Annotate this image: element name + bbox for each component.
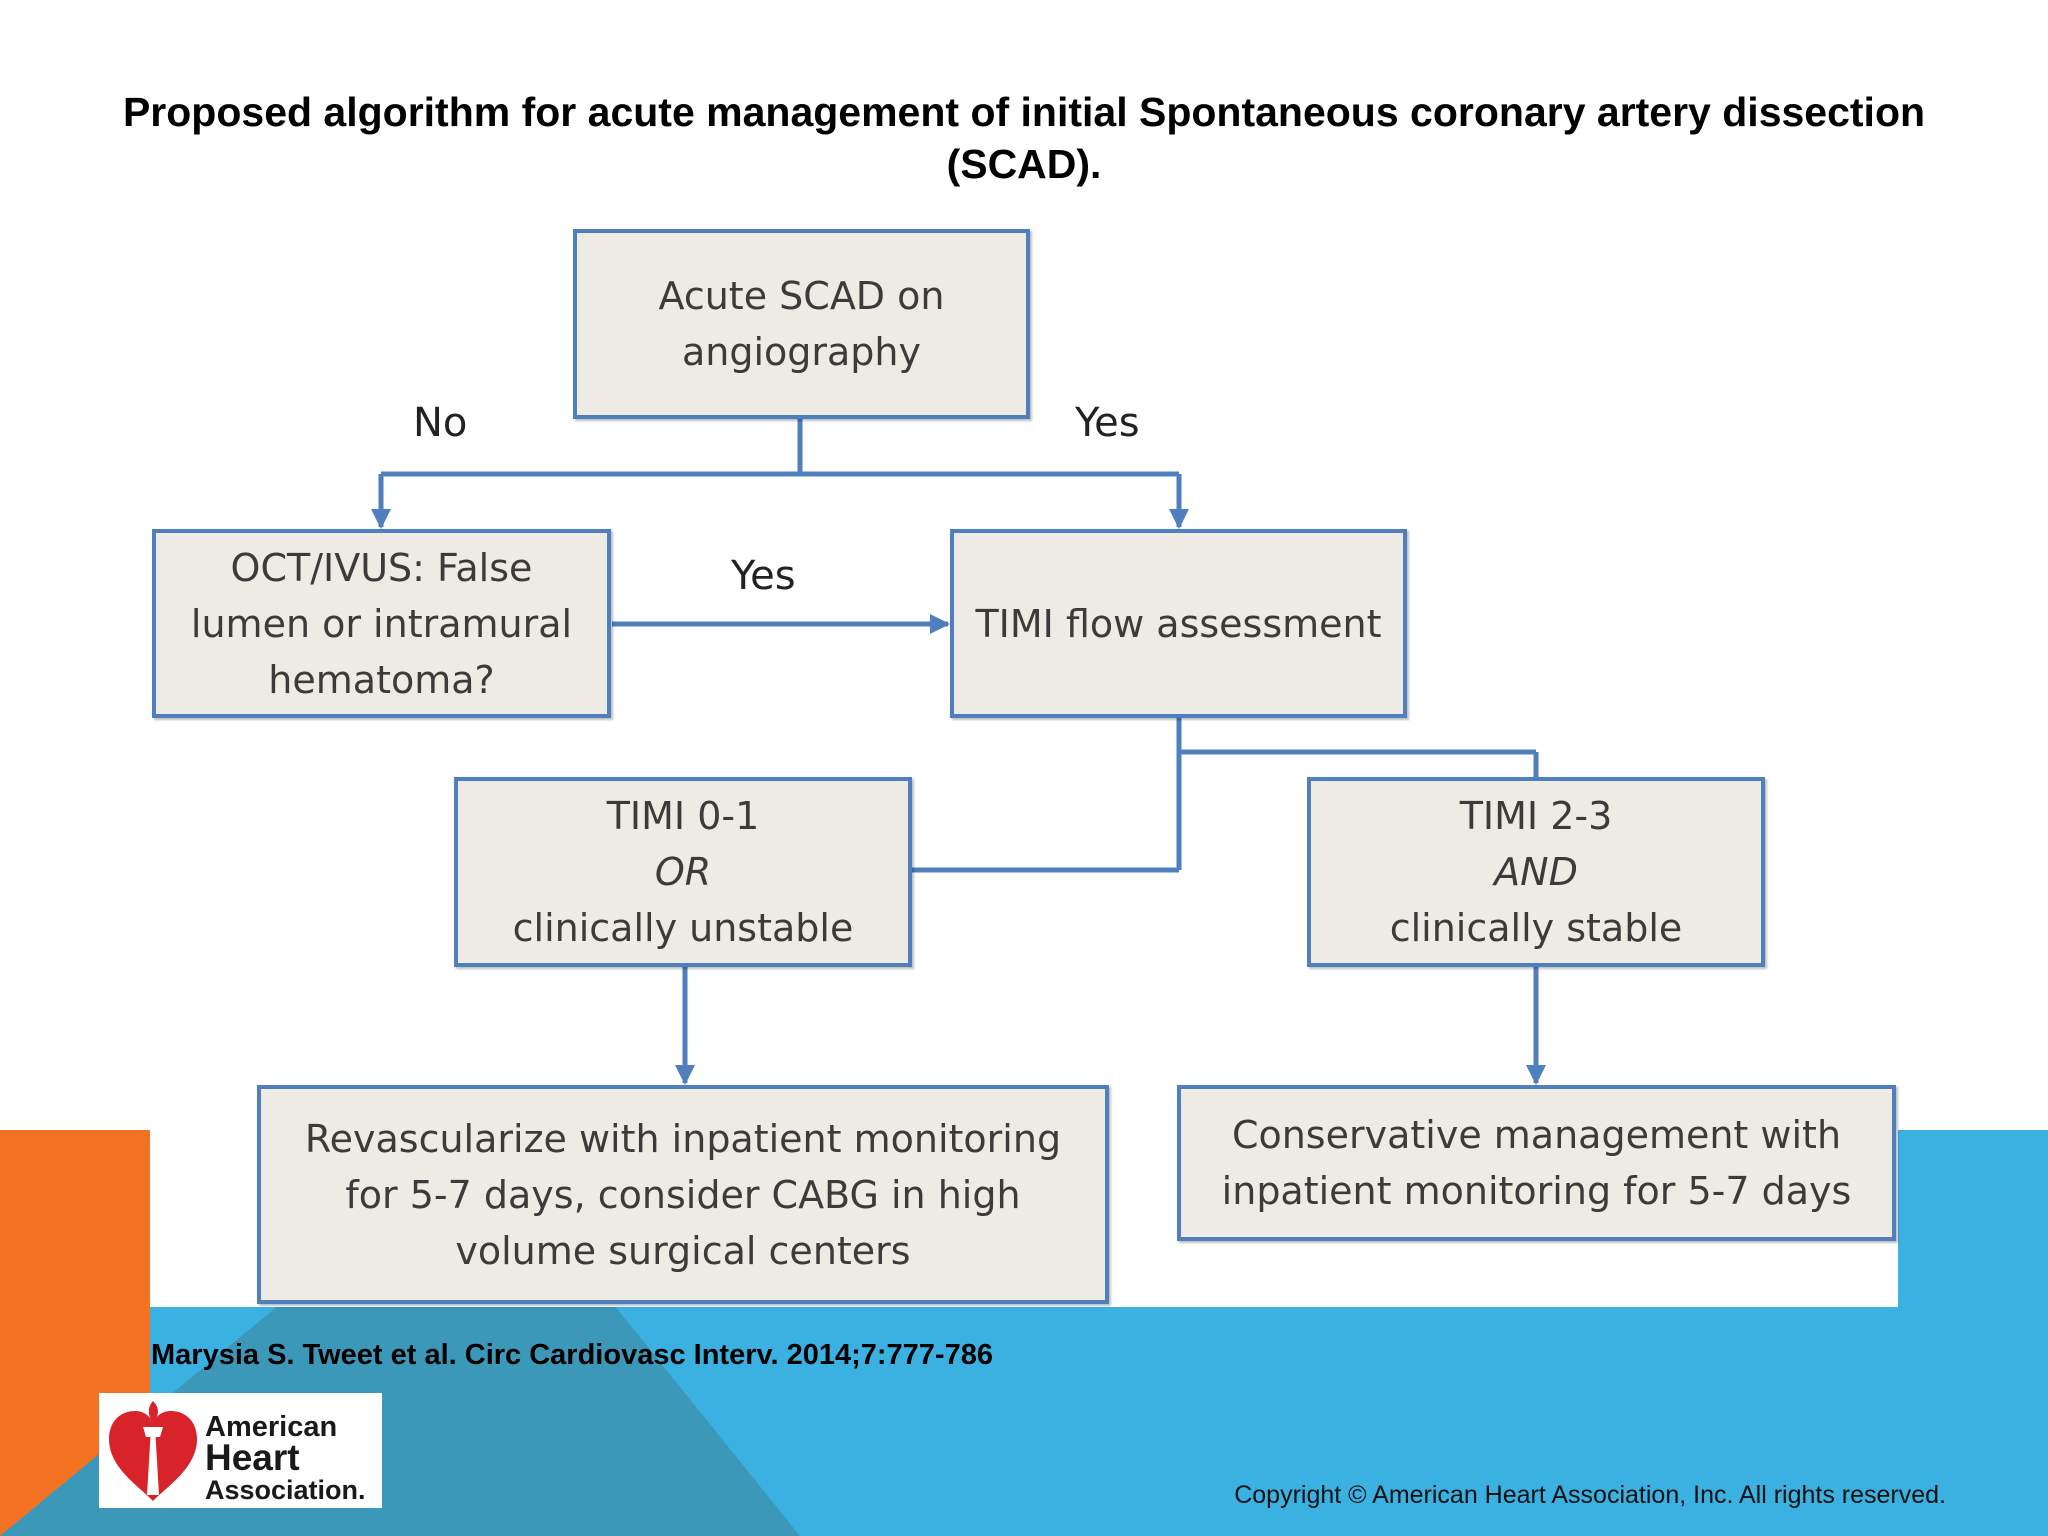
node-timi-23: TIMI 2-3 AND clinically stable	[1307, 777, 1765, 967]
node-timi-01-line3: clinically unstable	[512, 906, 854, 950]
node-timi-flow-line1: TIMI flow assessment	[975, 601, 1382, 646]
node-timi-23-line3: clinically stable	[1389, 906, 1683, 950]
heart-torch-icon	[109, 1401, 197, 1501]
node-oct-ivus-line3: hematoma?	[268, 657, 495, 702]
node-oct-ivus-line2: lumen or intramural	[190, 601, 573, 646]
node-revascularize-line3: volume surgical centers	[455, 1228, 911, 1273]
node-conservative-line1: Conservative management with	[1231, 1113, 1842, 1157]
edge-label-yes-top: Yes	[1075, 400, 1140, 446]
logo-text-heart: Heart	[205, 1437, 300, 1478]
logo-text-american: American	[205, 1411, 338, 1443]
citation: Marysia S. Tweet et al. Circ Cardiovasc …	[151, 1339, 993, 1371]
node-timi-01: TIMI 0-1 OR clinically unstable	[454, 777, 912, 967]
node-acute-scad-line2: angiography	[681, 330, 921, 374]
edge-label-no: No	[413, 400, 468, 446]
node-revascularize: Revascularize with inpatient monitoring …	[257, 1085, 1109, 1304]
aha-logo: American Heart Association.	[99, 1393, 382, 1508]
node-revascularize-line2: for 5-7 days, consider CABG in high	[345, 1172, 1021, 1217]
node-revascularize-line1: Revascularize with inpatient monitoring	[304, 1116, 1062, 1161]
node-acute-scad: Acute SCAD on angiography	[573, 229, 1030, 419]
node-conservative: Conservative management with inpatient m…	[1177, 1085, 1896, 1241]
slide-title: Proposed algorithm for acute management …	[122, 89, 1926, 187]
node-oct-ivus-line1: OCT/IVUS: False	[230, 545, 533, 590]
node-conservative-line2: inpatient monitoring for 5-7 days	[1221, 1169, 1852, 1213]
node-timi-01-line1: TIMI 0-1	[606, 794, 760, 838]
node-timi-23-line2: AND	[1494, 850, 1578, 894]
node-oct-ivus: OCT/IVUS: False lumen or intramural hema…	[152, 529, 611, 718]
node-timi-01-line2: OR	[654, 850, 712, 894]
node-acute-scad-line1: Acute SCAD on	[658, 274, 945, 318]
logo-text-association: Association.	[205, 1475, 366, 1505]
copyright-notice: Copyright © American Heart Association, …	[1234, 1481, 1946, 1509]
node-timi-23-line1: TIMI 2-3	[1459, 794, 1613, 838]
node-timi-flow: TIMI flow assessment	[950, 529, 1407, 718]
edge-label-yes-mid: Yes	[731, 553, 796, 599]
